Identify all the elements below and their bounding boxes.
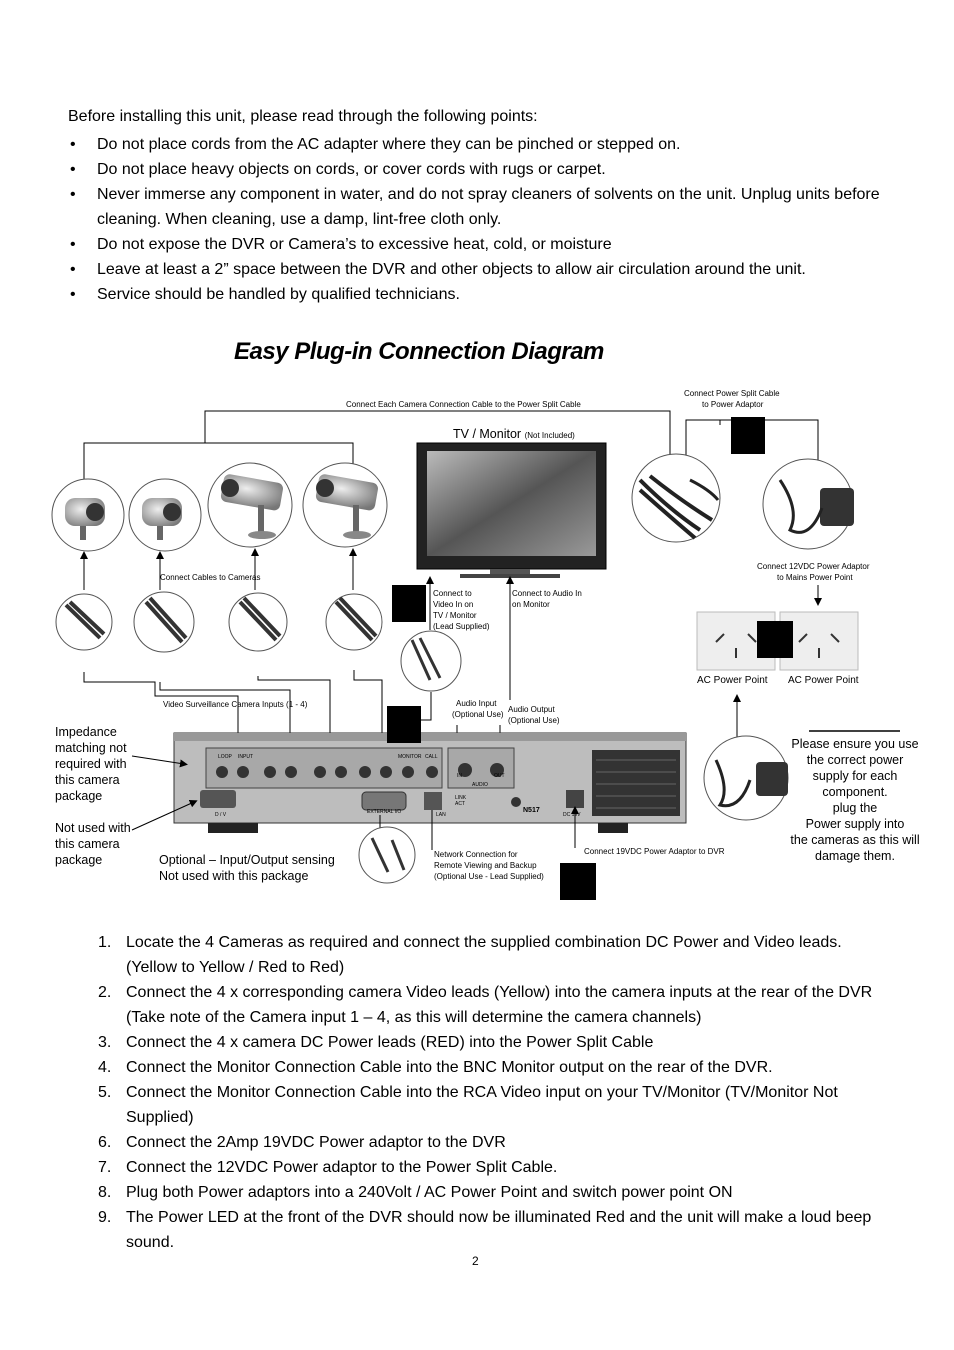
- label-video-in-3: TV / Monitor: [433, 611, 477, 620]
- panel-out-label: OUT: [494, 773, 505, 779]
- panel-act-label: ACT: [455, 801, 465, 807]
- label-cables-to-cameras: Connect Cables to Cameras: [160, 573, 261, 582]
- bullet-icon: •: [70, 286, 76, 303]
- steps-list: 1.Locate the 4 Cameras as required and c…: [96, 930, 896, 1255]
- callout-marker: [392, 585, 426, 622]
- list-item: •Service should be handled by qualified …: [68, 282, 898, 307]
- list-item: •Never immerse any component in water, a…: [68, 182, 898, 232]
- panel-lan-label: LAN: [436, 812, 446, 818]
- intro-text: Before installing this unit, please read…: [68, 108, 538, 125]
- label-audio-output-2: (Optional Use): [508, 716, 560, 725]
- panel-link-label: LINK: [455, 795, 467, 801]
- label-not-used: Not used with this camera package: [55, 821, 131, 867]
- label-ac-power-1: AC Power Point: [697, 675, 768, 686]
- callout-marker: [731, 417, 765, 454]
- callout-marker: [560, 863, 596, 900]
- dvr-model-label: N517: [523, 807, 540, 814]
- label-audio-output-1: Audio Output: [508, 705, 555, 714]
- label-adaptor19: Connect 19VDC Power Adaptor to DVR: [584, 847, 725, 856]
- label-camera-inputs: Video Surveillance Camera Inputs (1 - 4): [163, 700, 308, 709]
- camera-4-icon: [302, 462, 388, 548]
- label-audio-input-1: Audio Input: [456, 699, 497, 708]
- bullet-icon: •: [70, 136, 76, 153]
- connector-1-icon: [55, 593, 113, 651]
- panel-monitor-label: MONITOR: [398, 754, 422, 760]
- label-audio-input-2: (Optional Use): [452, 710, 504, 719]
- list-item: 8.Plug both Power adaptors into a 240Vol…: [98, 1184, 733, 1201]
- panel-dc-label: DC 19V: [563, 812, 581, 818]
- camera-3-icon: [207, 462, 293, 548]
- list-item: 2.Connect the 4 x corresponding camera V…: [98, 984, 873, 1026]
- connector-4-icon: [325, 593, 383, 651]
- panel-input-label: INPUT: [238, 754, 253, 760]
- page-number: 2: [472, 1254, 479, 1268]
- camera-1-icon: [51, 478, 125, 552]
- tv-monitor-icon: [416, 442, 607, 578]
- bullet-icon: •: [70, 236, 76, 253]
- bullet-icon: •: [70, 161, 76, 178]
- monitor-cable-icon: [400, 630, 462, 692]
- label-network-3: (Optional Use - Lead Supplied): [434, 872, 544, 881]
- label-video-in-2: Video In on: [433, 600, 474, 609]
- list-item: •Do not place cords from the AC adapter …: [68, 132, 898, 157]
- panel-call-label: CALL: [425, 754, 438, 760]
- list-item: •Leave at least a 2” space between the D…: [68, 257, 898, 282]
- panel-loop-label: LOOP: [218, 754, 232, 760]
- callout-marker: [387, 706, 421, 743]
- connection-diagram: [51, 410, 900, 884]
- connector-3-icon: [228, 592, 288, 652]
- panel-external-io-label: EXTERNAL I/O: [367, 809, 402, 815]
- list-item: 4.Connect the Monitor Connection Cable i…: [98, 1059, 773, 1076]
- panel-dv-label: D / V: [215, 812, 227, 818]
- callout-marker: [757, 621, 793, 658]
- camera-2-icon: [128, 478, 202, 552]
- list-item: 7.Connect the 12VDC Power adaptor to the…: [98, 1159, 558, 1176]
- power-adaptor-19v-icon: [703, 735, 789, 821]
- panel-in-label: IN: [457, 773, 462, 779]
- label-video-in-4: (Lead Supplied): [433, 622, 490, 631]
- network-cable-icon: [358, 826, 416, 884]
- list-item: •Do not expose the DVR or Camera’s to ex…: [68, 232, 898, 257]
- label-split-cable-2: to Power Adaptor: [702, 400, 764, 409]
- dvr-rear-panel: [173, 732, 687, 833]
- ac-power-point-2-icon: [779, 611, 859, 671]
- connector-2-icon: [133, 591, 195, 653]
- warning-note: Please ensure you use the correct power …: [790, 737, 920, 863]
- list-item: •Do not place heavy objects on cords, or…: [68, 157, 898, 182]
- label-optional-io-1: Optional – Input/Output sensing: [159, 853, 335, 867]
- label-network-2: Remote Viewing and Backup: [434, 861, 537, 870]
- label-ac-power-2: AC Power Point: [788, 675, 859, 686]
- label-adaptor12-2: to Mains Power Point: [777, 573, 853, 582]
- label-tv-monitor: TV / Monitor (Not Included): [453, 427, 575, 441]
- label-adaptor12-1: Connect 12VDC Power Adaptor: [757, 562, 870, 571]
- power-split-cable-icon: [631, 453, 721, 543]
- bullet-icon: •: [70, 186, 76, 203]
- list-item: 6.Connect the 2Amp 19VDC Power adaptor t…: [98, 1134, 506, 1151]
- panel-audio-label: AUDIO: [472, 782, 488, 788]
- list-item: 5.Connect the Monitor Connection Cable i…: [98, 1084, 838, 1126]
- safety-list: •Do not place cords from the AC adapter …: [68, 132, 898, 307]
- list-item: 1.Locate the 4 Cameras as required and c…: [98, 934, 842, 976]
- label-impedance: Impedance matching not required with thi…: [55, 725, 127, 803]
- list-item: 3.Connect the 4 x camera DC Power leads …: [98, 1034, 654, 1051]
- label-split-cable-1: Connect Power Split Cable: [684, 389, 780, 398]
- label-optional-io-2: Not used with this package: [159, 869, 309, 883]
- label-audio-in-1: Connect to Audio In: [512, 589, 582, 598]
- label-video-in-1: Connect to: [433, 589, 472, 598]
- label-network-1: Network Connection for: [434, 850, 518, 859]
- bullet-icon: •: [70, 261, 76, 278]
- diagram-title: Easy Plug-in Connection Diagram: [234, 338, 604, 365]
- power-adaptor-12v-icon: [762, 458, 854, 550]
- label-each-camera: Connect Each Camera Connection Cable to …: [346, 400, 581, 409]
- label-audio-in-2: on Monitor: [512, 600, 550, 609]
- list-item: 9.The Power LED at the front of the DVR …: [98, 1209, 872, 1251]
